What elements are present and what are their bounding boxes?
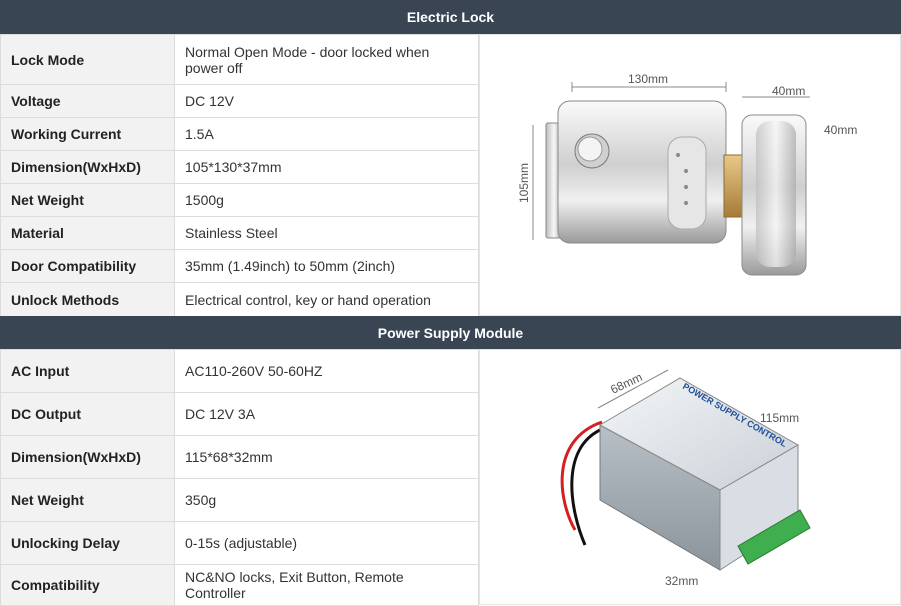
spec-value: Stainless Steel bbox=[174, 216, 479, 250]
table-row: Lock Mode Normal Open Mode - door locked… bbox=[0, 34, 479, 85]
electric-lock-header-title: Electric Lock bbox=[406, 9, 495, 25]
table-row: Door Compatibility 35mm (1.49inch) to 50… bbox=[0, 249, 479, 283]
table-row: AC Input AC110-260V 50-60HZ bbox=[0, 349, 479, 393]
spec-key: Dimension(WxHxD) bbox=[0, 150, 175, 184]
strike-depth-label: 40mm bbox=[824, 123, 857, 137]
strike-width-label: 40mm bbox=[772, 84, 805, 98]
power-supply-image: POWER SUPPLY CONTROL 68mm 115mm 32mm bbox=[479, 349, 901, 605]
spec-value: 1500g bbox=[174, 183, 479, 217]
table-row: DC Output DC 12V 3A bbox=[0, 392, 479, 436]
spec-key: Compatibility bbox=[0, 564, 175, 606]
lock-width-label: 130mm bbox=[628, 72, 668, 86]
power-supply-header: Power Supply Module bbox=[0, 316, 901, 349]
spec-key: DC Output bbox=[0, 392, 175, 436]
spec-key: AC Input bbox=[0, 349, 175, 393]
table-row: Unlocking Delay 0-15s (adjustable) bbox=[0, 521, 479, 565]
spec-value: 105*130*37mm bbox=[174, 150, 479, 184]
electric-lock-image: 130mm 105mm 40mm 40mm bbox=[479, 34, 901, 316]
spec-value: 0-15s (adjustable) bbox=[174, 521, 479, 565]
spec-value: NC&NO locks, Exit Button, Remote Control… bbox=[174, 564, 479, 606]
table-row: Dimension(WxHxD) 105*130*37mm bbox=[0, 150, 479, 184]
spec-key: Material bbox=[0, 216, 175, 250]
spec-value: 35mm (1.49inch) to 50mm (2inch) bbox=[174, 249, 479, 283]
spec-key: Working Current bbox=[0, 117, 175, 151]
ps-length-label: 115mm bbox=[760, 411, 799, 425]
spec-value: 350g bbox=[174, 478, 479, 522]
table-row: Compatibility NC&NO locks, Exit Button, … bbox=[0, 564, 479, 606]
spec-key: Unlocking Delay bbox=[0, 521, 175, 565]
electric-lock-header: Electric Lock bbox=[0, 0, 901, 34]
lock-height-label: 105mm bbox=[517, 163, 531, 203]
spec-key: Dimension(WxHxD) bbox=[0, 435, 175, 479]
table-row: Net Weight 1500g bbox=[0, 183, 479, 217]
table-row: Dimension(WxHxD) 115*68*32mm bbox=[0, 435, 479, 479]
spec-value: DC 12V 3A bbox=[174, 392, 479, 436]
spec-value: 115*68*32mm bbox=[174, 435, 479, 479]
ps-height-label: 32mm bbox=[665, 574, 698, 588]
spec-key: Net Weight bbox=[0, 478, 175, 522]
spec-value: Electrical control, key or hand operatio… bbox=[174, 282, 479, 317]
spec-key: Door Compatibility bbox=[0, 249, 175, 283]
spec-key: Voltage bbox=[0, 84, 175, 118]
spec-key: Unlock Methods bbox=[0, 282, 175, 317]
electric-lock-spec-table: Lock Mode Normal Open Mode - door locked… bbox=[0, 34, 479, 317]
power-supply-spec-table: AC Input AC110-260V 50-60HZ DC Output DC… bbox=[0, 349, 479, 606]
table-row: Material Stainless Steel bbox=[0, 216, 479, 250]
spec-value: Normal Open Mode - door locked when powe… bbox=[174, 34, 479, 85]
spec-value: AC110-260V 50-60HZ bbox=[174, 349, 479, 393]
table-row: Voltage DC 12V bbox=[0, 84, 479, 118]
spec-key: Lock Mode bbox=[0, 34, 175, 85]
spec-key: Net Weight bbox=[0, 183, 175, 217]
table-row: Net Weight 350g bbox=[0, 478, 479, 522]
table-row: Unlock Methods Electrical control, key o… bbox=[0, 282, 479, 317]
spec-value: 1.5A bbox=[174, 117, 479, 151]
table-row: Working Current 1.5A bbox=[0, 117, 479, 151]
power-supply-header-title: Power Supply Module bbox=[377, 324, 524, 341]
spec-value: DC 12V bbox=[174, 84, 479, 118]
